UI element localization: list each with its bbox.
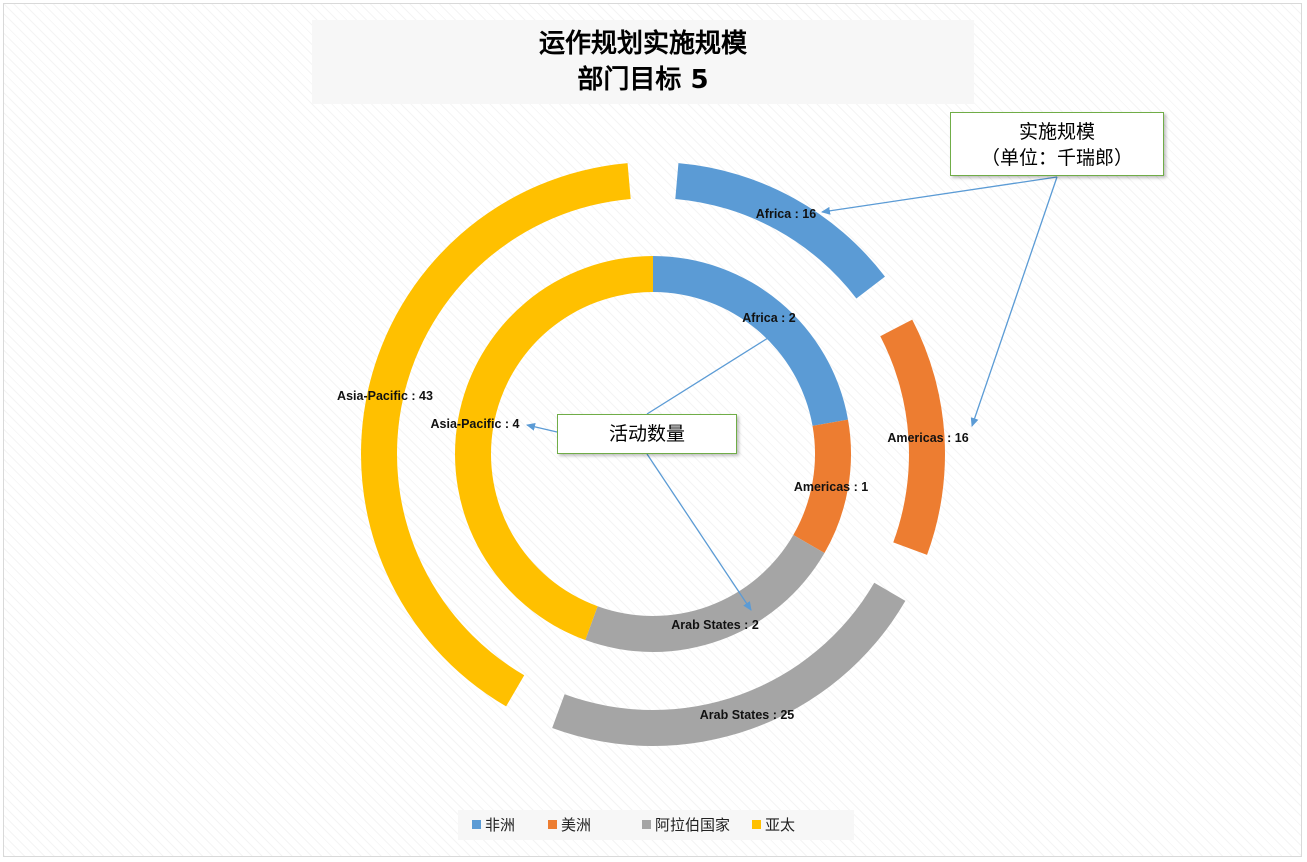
inner-ring-slice-americas	[793, 419, 851, 553]
inner-label-americas: Americas : 1	[794, 480, 868, 494]
outer-label-africa: Africa : 16	[756, 207, 816, 221]
legend-label-africa: 非洲	[485, 816, 516, 834]
legend-item-africa: 非洲	[472, 816, 515, 834]
inner-ring-slice-arab-states	[585, 535, 825, 653]
inner-label-arab-states: Arab States : 2	[671, 618, 759, 632]
legend-label-americas: 美洲	[561, 816, 592, 834]
chart-title: 运作规划实施规模 部门目标 5	[312, 20, 974, 104]
legend-item-asia-pacific: 亚太	[752, 816, 795, 834]
legend-label-arab-states: 阿拉伯国家	[655, 816, 731, 834]
inner-ring-activity-count	[455, 256, 851, 653]
annotation-scale-line1: 实施规模	[1018, 121, 1095, 143]
arrow-scale-to-africa	[821, 176, 1058, 215]
legend-swatch-asia-pacific	[752, 820, 761, 829]
outer-label-americas: Americas : 16	[887, 431, 968, 445]
chart-title-line2: 部门目标 5	[577, 65, 709, 95]
chart-title-line1: 运作规划实施规模	[538, 29, 747, 59]
annotation-activity-count: 活动数量	[557, 414, 737, 454]
outer-ring-slice-africa	[675, 163, 885, 299]
inner-ring-slice-africa	[653, 256, 848, 426]
legend-item-americas: 美洲	[548, 816, 591, 834]
legend-swatch-arab-states	[642, 820, 651, 829]
inner-label-africa: Africa : 2	[742, 311, 796, 325]
inner-ring-slice-asia-pacific	[455, 256, 653, 641]
annotation-scale-line2: （单位：千瑞郎）	[980, 147, 1133, 169]
annotation-implementation-scale: 实施规模 （单位：千瑞郎）	[950, 112, 1164, 176]
outer-ring-slice-arab-states	[552, 582, 906, 746]
annotation-arrows	[526, 176, 1058, 611]
outer-ring-slice-americas	[880, 319, 946, 555]
legend-label-asia-pacific: 亚太	[765, 816, 796, 834]
legend-item-arab-states: 阿拉伯国家	[642, 816, 730, 834]
outer-ring-slice-asia-pacific	[360, 163, 631, 707]
arrow-count-to-asia-pacific	[526, 422, 558, 433]
arrow-scale-to-americas	[970, 176, 1058, 427]
outer-label-arab-states: Arab States : 25	[700, 708, 795, 722]
arrow-count-to-africa	[646, 337, 769, 415]
inner-label-asia-pacific: Asia-Pacific : 4	[431, 417, 520, 431]
legend-swatch-americas	[548, 820, 557, 829]
outer-label-asia-pacific: Asia-Pacific : 43	[337, 389, 433, 403]
data-labels: Africa : 2 Americas : 1 Arab States : 2 Asi…	[337, 207, 969, 722]
outer-ring-implementation-scale	[360, 163, 946, 746]
chart-legend: 非洲 美洲 阿拉伯国家 亚太	[458, 810, 854, 840]
arrow-count-to-arab-states	[646, 453, 752, 611]
legend-swatch-africa	[472, 820, 481, 829]
